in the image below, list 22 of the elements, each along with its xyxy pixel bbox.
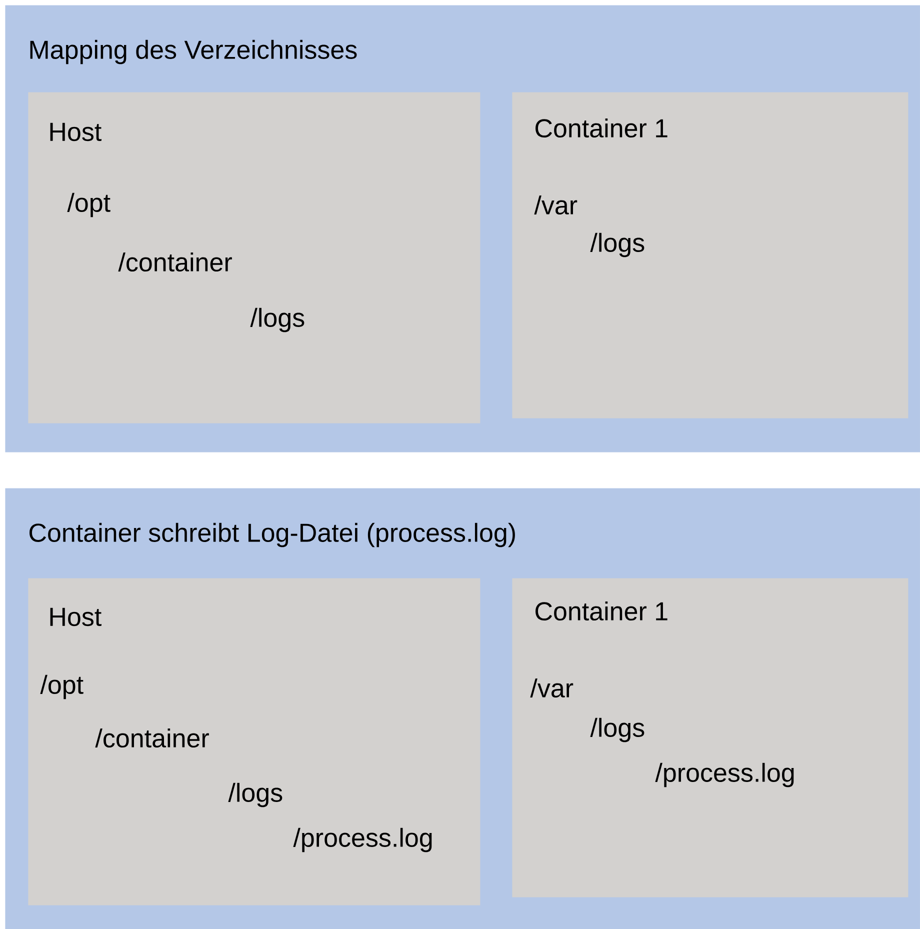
- folder-box: [28, 92, 480, 424]
- folder-path: /var: [530, 678, 574, 698]
- folder-path: /logs: [590, 718, 644, 742]
- box-heading: Container 1: [536, 118, 668, 138]
- panel-title: Container schreibt Log-Datei (process.log): [30, 522, 515, 548]
- folder-path: /var: [534, 195, 578, 215]
- folder-path: /container: [118, 252, 232, 272]
- folder-path: /container: [95, 728, 209, 748]
- box-heading: Host: [50, 608, 102, 626]
- folder-box: [512, 578, 908, 898]
- folder-path: /logs: [250, 308, 304, 332]
- box-heading: Container 1: [536, 601, 668, 621]
- folder-path: /opt: [67, 192, 110, 218]
- folder-path: /opt: [40, 674, 84, 700]
- folder-box: [512, 92, 908, 418]
- folder-path: /logs: [590, 232, 644, 258]
- folder-box: [28, 578, 480, 906]
- folder-path: /process.log: [655, 762, 794, 788]
- folder-path: /process.log: [293, 828, 432, 852]
- panel-title: Mapping des Verzeichnisses: [30, 40, 357, 64]
- box-heading: Host: [50, 122, 102, 142]
- folder-path: /logs: [228, 782, 282, 808]
